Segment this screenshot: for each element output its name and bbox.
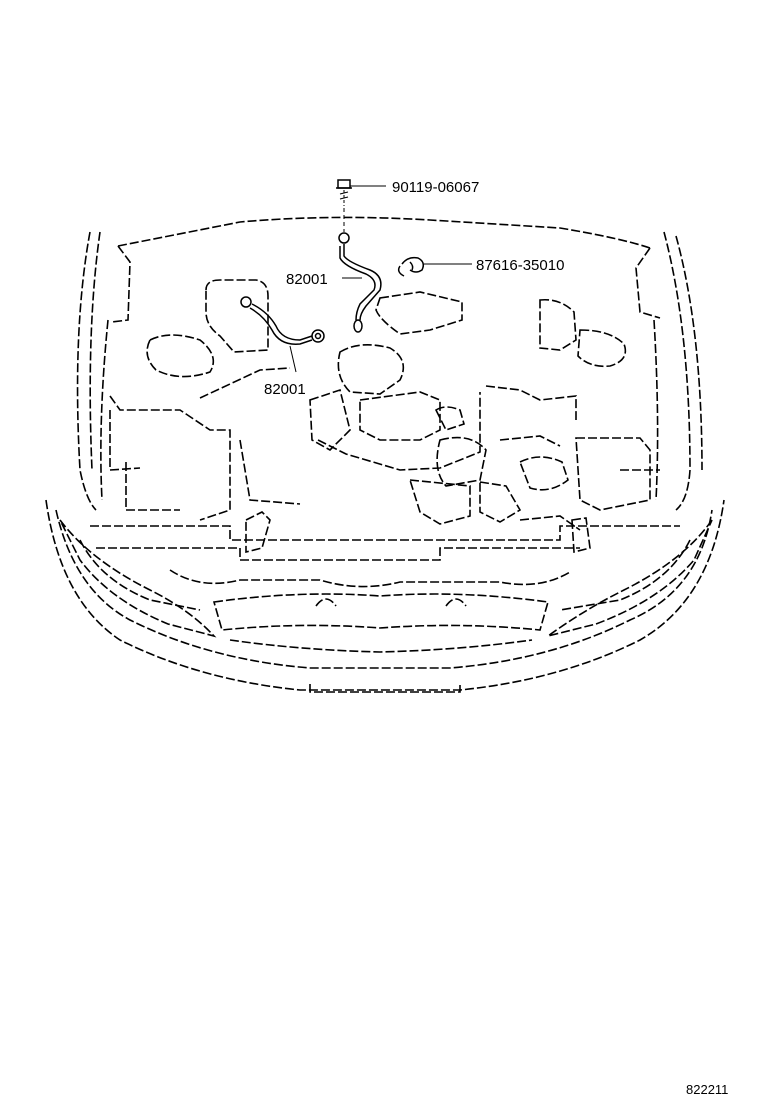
ground-strap-upper [336, 179, 472, 333]
bolt-icon [336, 179, 352, 206]
part-number-bolt: 90119-06067 [392, 179, 479, 196]
clamp-icon [397, 256, 425, 277]
ground-strap-lower [240, 296, 325, 373]
part-number-clamp: 87616-35010 [476, 257, 564, 274]
engine-bay-components [109, 279, 660, 554]
diagram-reference-code: 822211 [686, 1082, 728, 1097]
part-number-strap-lower: 82001 [264, 381, 306, 398]
car-body-outline [45, 216, 725, 693]
part-number-strap-upper: 82001 [286, 271, 328, 288]
